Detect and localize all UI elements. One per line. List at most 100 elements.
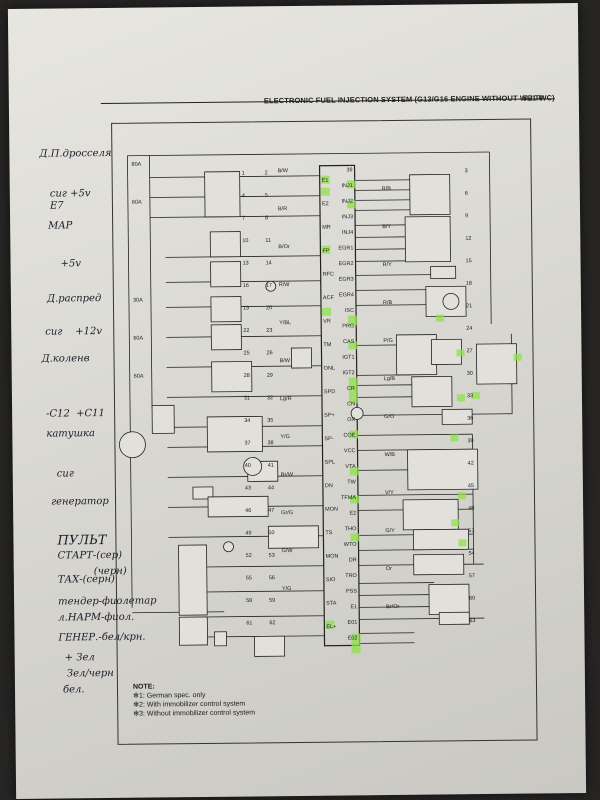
component-number: 7: [242, 216, 245, 222]
component-number: 62: [269, 620, 275, 626]
wire-color-label: B/W: [278, 168, 289, 174]
wire-color-label: G/Y: [385, 528, 395, 534]
component-number: 33: [467, 393, 473, 399]
ecu-pin-label: E2: [322, 201, 329, 207]
component-number: 1: [242, 171, 245, 177]
ecu-pin-label: MR: [322, 225, 331, 231]
wire-color-label: B/Or: [278, 244, 290, 250]
wire-color-label: Lg/R: [280, 396, 292, 402]
ecu-pin-label: IGT1: [342, 355, 354, 361]
component-number: 50: [268, 530, 274, 536]
ecu-pin-label: OX: [347, 417, 355, 423]
ecu-pin-label: ACF: [323, 295, 335, 301]
ecu-pin-label: INJ1: [341, 183, 352, 189]
wire-color-label: B/R: [278, 206, 287, 212]
fuse-rating: 30A: [133, 298, 143, 304]
component-number: 63: [469, 618, 475, 624]
wire-color-label: G/W: [282, 548, 294, 554]
ecu-pin-label: EGR1: [338, 245, 353, 251]
component-number: 44: [268, 485, 274, 491]
wire-color-label: Br/Or: [386, 604, 399, 610]
ecu-pin-label: VCC: [344, 448, 356, 454]
wire-color-label: R/B: [382, 186, 392, 192]
component-number: 61: [246, 620, 252, 626]
component-number: 13: [243, 260, 249, 266]
ecu-pin-label: SIO: [326, 577, 336, 583]
wire-color-label: Lg/B: [384, 376, 396, 382]
ecu-pin-label: DN: [325, 483, 333, 489]
wire-color-label: R/Y: [383, 262, 393, 268]
component-number: 5: [265, 193, 268, 199]
handwritten-note: +12v: [75, 326, 103, 338]
component-number: 25: [243, 350, 249, 356]
ecu-pin-label: SP+: [324, 413, 335, 419]
component-number: 32: [267, 395, 273, 401]
ecu-pin-label: E01: [347, 620, 357, 626]
wire-color-label: R/W: [279, 282, 291, 288]
ecu-pin-label: PRG: [342, 323, 354, 329]
handwritten-note: ТАХ-(серн): [57, 573, 115, 586]
handwritten-note: + Зел: [64, 652, 95, 664]
ecu-block: [318, 164, 361, 647]
ecu-pin-label: SP-: [324, 436, 333, 442]
component-number: 24: [466, 326, 472, 332]
component-number: 55: [246, 575, 252, 581]
highlight-marks: [320, 175, 522, 654]
component-number: 9: [465, 213, 468, 219]
component-number: 41: [268, 463, 274, 469]
ecu-pin-label: STA: [326, 601, 337, 607]
ecu-right-pin-labels: 39INJ1INJ2INJ3INJ4EGR1EGR2EGR3EGR4ISCPRG…: [242, 167, 476, 641]
fuse-rating: 60A: [132, 200, 142, 206]
ecu-pin-label: ONL: [324, 366, 335, 372]
left-components: [151, 171, 319, 657]
notes-block: NOTE: ✻1: German spec. only ✻2: With imm…: [133, 681, 255, 718]
handwritten-note: Д.коленв: [41, 353, 90, 365]
handwritten-note: MAP: [48, 220, 73, 232]
ecu-pin-label: EGR3: [339, 277, 354, 283]
component-number: 14: [266, 260, 272, 266]
fuse-rating: 60A: [133, 336, 143, 342]
component-number: 54: [469, 551, 475, 557]
handwritten-note: СТАРТ-(сер): [57, 549, 123, 562]
component-number: 42: [468, 461, 474, 467]
component-number: 49: [245, 530, 251, 536]
component-number: 21: [466, 303, 472, 309]
handwritten-note: ПУЛЬТ: [57, 533, 107, 549]
component-number: 45: [468, 483, 474, 489]
ecu-pin-label: TS: [325, 530, 332, 536]
component-number: 12: [465, 236, 471, 242]
handwritten-note: катушка: [46, 428, 96, 440]
component-number: 47: [268, 508, 274, 514]
handwritten-note: E7: [49, 200, 64, 212]
handwritten-note: -C12: [46, 408, 70, 420]
handwritten-note: сиг: [56, 468, 74, 480]
component-number: 60: [469, 596, 475, 602]
ecu-pin-label: INJ2: [342, 199, 353, 205]
ecu-pin-label: RFC: [323, 272, 334, 278]
component-number: 53: [269, 553, 275, 559]
component-number: 16: [243, 283, 249, 289]
component-number: 29: [267, 373, 273, 379]
component-number: 57: [469, 573, 475, 579]
wire-color-label: Gr/G: [281, 510, 293, 516]
ecu-pin-label: COE: [343, 433, 355, 439]
component-number: 48: [468, 506, 474, 512]
component-number: 46: [245, 508, 251, 514]
wire-color-label: Y/G: [282, 586, 292, 592]
wire-color-label: Br/W: [281, 472, 294, 478]
component-number: 58: [246, 598, 252, 604]
component-number: 34: [244, 418, 250, 424]
ecu-left-pin-labels: E1E2MRFPRFCACFVRTMONLSPDSP+SP-SPLDNMONTS…: [131, 162, 399, 631]
ecu-pin-label: ISC: [345, 308, 354, 314]
ecu-pin-label: MON: [325, 507, 338, 513]
ecu-pin-label: VR: [323, 319, 331, 325]
component-number: 39: [467, 438, 473, 444]
component-number: 56: [269, 575, 275, 581]
ecu-pin-label: TM: [323, 342, 331, 348]
component-number: 15: [466, 258, 472, 264]
ecu-pin-label: TFMA: [341, 495, 356, 501]
wire-color-label: B/Y: [382, 224, 391, 230]
ecu-pin-label: TRO: [345, 573, 357, 579]
ecu-pin-label: EGR2: [339, 261, 354, 267]
component-number: 22: [243, 328, 249, 334]
